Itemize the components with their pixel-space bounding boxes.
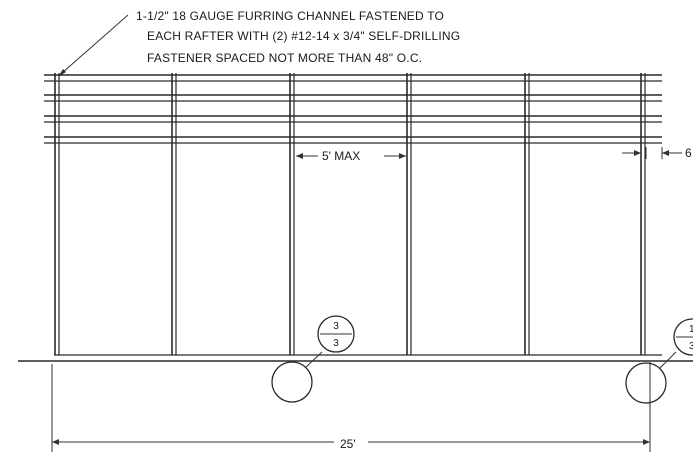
note-line-1: 1-1/2" 18 GAUGE FURRING CHANNEL FASTENED… — [136, 9, 444, 23]
detail-circle — [271, 361, 313, 403]
spacing-dimension: 5' MAX — [296, 149, 406, 163]
callout-leader — [305, 351, 323, 368]
arrowhead-right-icon — [643, 439, 650, 445]
arrowhead-left-icon — [52, 439, 59, 445]
rafter — [171, 73, 177, 355]
edge-dimension-label: 6 — [685, 146, 692, 160]
rafter — [524, 73, 530, 355]
arrowhead-left-icon — [296, 153, 303, 159]
base-plate — [18, 354, 693, 362]
detail-circle — [625, 362, 667, 404]
furring-channel — [44, 115, 662, 123]
furring-channel — [44, 136, 662, 144]
arrowhead-right-icon — [634, 150, 641, 156]
furring-channel-note: 1-1/2" 18 GAUGE FURRING CHANNEL FASTENED… — [136, 9, 460, 65]
furring-channel — [44, 74, 662, 82]
note-leader — [58, 14, 129, 77]
callout-leader — [659, 351, 677, 369]
rafter — [406, 73, 412, 355]
furring-channels — [44, 74, 662, 144]
detail-number: 1 — [689, 324, 693, 335]
overall-dimension-label: 25' — [340, 437, 356, 451]
arrowhead-right-icon — [399, 153, 406, 159]
overall-dimension: 25' — [51, 362, 651, 452]
rafter — [640, 73, 646, 355]
sheet-number: 3 — [333, 338, 339, 349]
arrowhead-left-icon — [662, 150, 669, 156]
rafter — [54, 73, 60, 355]
note-line-3: FASTENER SPACED NOT MORE THAN 48" O.C. — [147, 51, 422, 65]
note-leader-line — [61, 14, 129, 74]
detail-bubble[interactable] — [317, 315, 355, 353]
spacing-dimension-label: 5' MAX — [322, 149, 360, 163]
rafters — [54, 73, 646, 355]
note-line-2: EACH RAFTER WITH (2) #12-14 x 3/4" SELF-… — [147, 29, 460, 43]
detail-callout: 1 3 — [625, 318, 693, 404]
rafter — [289, 73, 295, 355]
detail-bubble[interactable] — [673, 318, 693, 356]
furring-channel — [44, 94, 662, 102]
detail-number: 3 — [333, 321, 339, 332]
detail-callout: 3 3 — [271, 315, 355, 403]
sheet-number: 3 — [689, 341, 693, 352]
edge-dimension: 6 — [622, 146, 692, 160]
